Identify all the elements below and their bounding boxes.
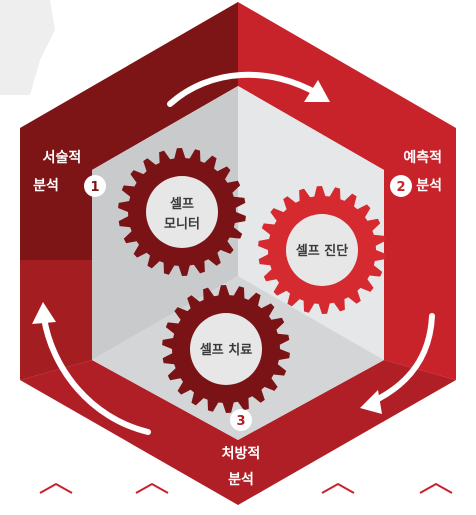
stage-3-badge [230, 409, 252, 431]
background-hexagons [0, 0, 55, 95]
gear-icon-self-treatment: 셀프 치료 [162, 285, 290, 413]
frame-top-left [20, 2, 238, 260]
cycle-arrows [32, 71, 435, 435]
arrowhead-top [304, 80, 330, 102]
decor-hexagon-top-left [0, 0, 55, 60]
arrowhead-left [32, 302, 56, 324]
gear-icon-self-monitor: 셀프 모니터 [118, 148, 246, 276]
stage-3-title: 처방적 [222, 445, 261, 462]
gear-label-2: 셀프 진단 [296, 243, 348, 259]
frame-left [20, 260, 92, 380]
stage-1-subtitle: 분석 [33, 178, 59, 194]
stage-3: 3 처방적 분석 [222, 409, 261, 488]
stage-1: 서술적 분석 1 [33, 149, 106, 197]
gear-label-1-line2: 모니터 [164, 216, 200, 232]
decor-chevron-2 [135, 482, 169, 494]
stage-3-number: 3 [236, 414, 245, 429]
decor-hexagon-top-left-lower [0, 60, 40, 95]
gear-label-3: 셀프 치료 [200, 342, 252, 358]
stage-2: 예측적 분석 2 [390, 149, 442, 197]
decor-chevron-4 [419, 482, 453, 494]
stage-1-number: 1 [90, 180, 99, 195]
gear-hub [190, 313, 262, 385]
gear-icon-self-diagnosis: 셀프 진단 [258, 186, 386, 314]
stage-2-subtitle: 분석 [416, 178, 442, 194]
gear-hub [286, 214, 358, 286]
decor-chevron-3 [321, 482, 355, 494]
gear-hub [146, 176, 218, 248]
stage-1-title: 서술적 [43, 149, 82, 166]
curved-arrow-icon-left [41, 315, 151, 435]
frame-bottom [20, 360, 456, 505]
bottom-decor-row [39, 482, 453, 494]
stage-2-title: 예측적 [403, 149, 442, 166]
stage-3-subtitle: 분석 [228, 472, 254, 488]
gear-label-1-line1: 셀프 [170, 197, 194, 212]
curved-arrow-icon-right [369, 313, 435, 405]
stage-1-badge [84, 175, 106, 197]
stage-2-number: 2 [396, 180, 405, 195]
arrowhead-right [360, 390, 382, 414]
curved-arrow-icon-top [167, 71, 321, 107]
frame-right [384, 260, 456, 380]
decor-chevron-1 [39, 482, 73, 494]
stage-2-badge [390, 175, 412, 197]
